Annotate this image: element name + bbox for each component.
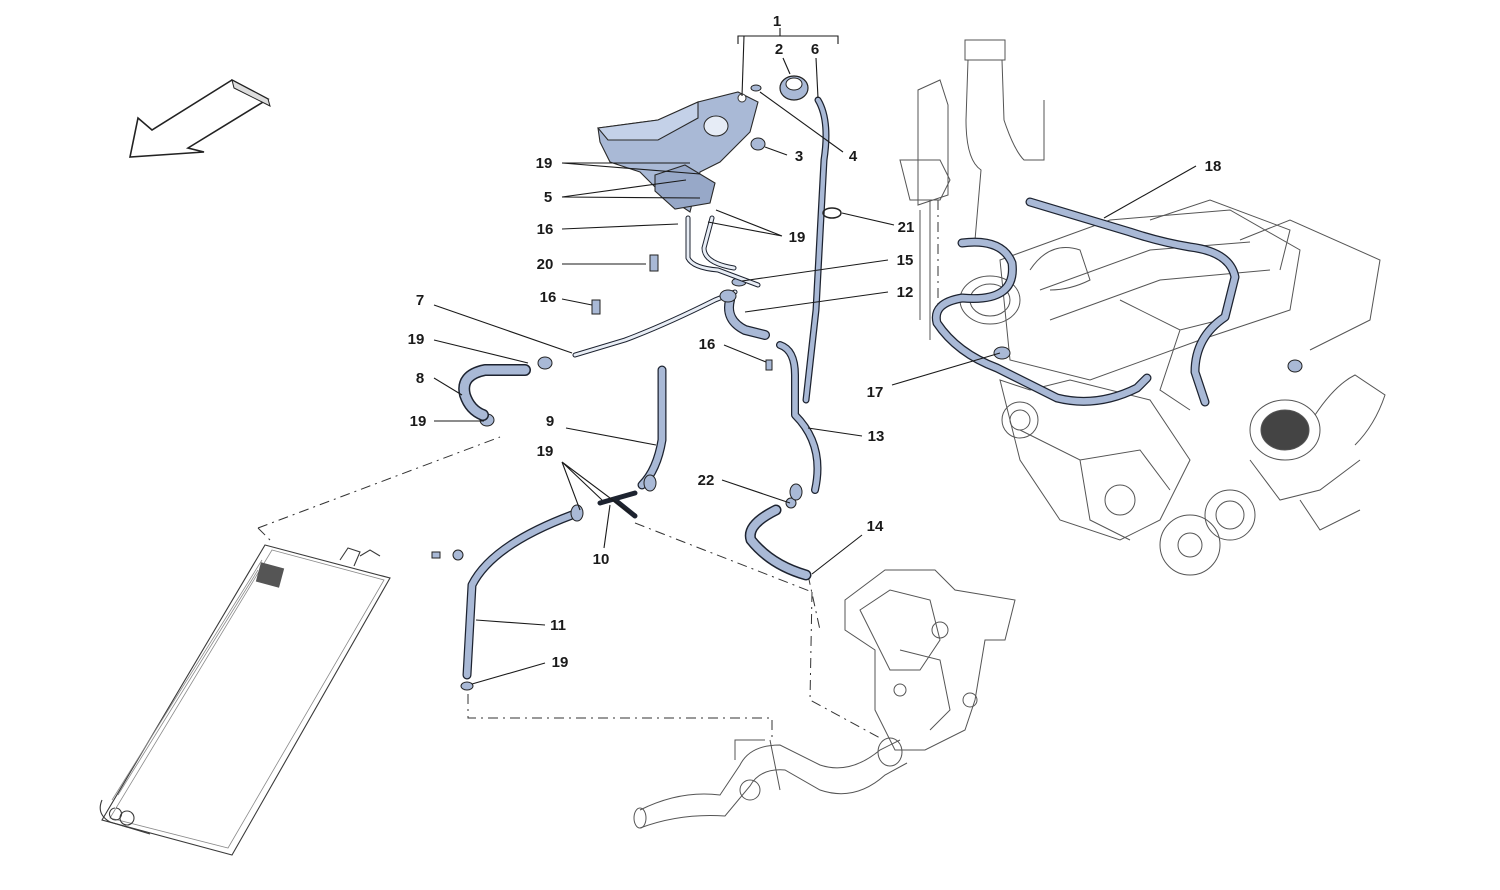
callout-numbers: 1 2 6 3 4 19 5 16 19 21 20 15 16 12 7 19… xyxy=(408,13,1222,671)
coolant-pipe-lower xyxy=(633,737,908,829)
callout-2: 2 xyxy=(775,41,783,58)
callout-11: 11 xyxy=(550,617,566,634)
callout-7: 7 xyxy=(416,292,424,309)
callout-6: 6 xyxy=(811,41,819,58)
timing-cover xyxy=(844,569,1016,751)
callout-22: 22 xyxy=(698,472,715,489)
callout-13: 13 xyxy=(868,428,885,445)
callout-20: 20 xyxy=(537,256,554,273)
callout-21: 21 xyxy=(898,219,915,236)
callout-10: 10 xyxy=(593,551,610,568)
assembly-guide-lines xyxy=(257,200,939,740)
coolant-hoses xyxy=(458,96,1303,680)
engine-assembly xyxy=(899,39,1386,576)
callout-19-mid: 19 xyxy=(537,443,554,460)
callout-12: 12 xyxy=(897,284,914,301)
direction-arrow-icon xyxy=(129,79,271,158)
callout-15: 15 xyxy=(897,252,914,269)
callout-19-right: 19 xyxy=(789,229,806,246)
leader-lines xyxy=(433,28,1197,685)
radiator xyxy=(99,544,391,856)
callout-3: 3 xyxy=(795,148,803,165)
callout-4: 4 xyxy=(849,148,858,165)
callout-19-bottom: 19 xyxy=(552,654,569,671)
callout-16-right: 16 xyxy=(699,336,716,353)
expansion-tank xyxy=(596,91,759,213)
callout-18: 18 xyxy=(1205,158,1222,175)
callout-8: 8 xyxy=(416,370,424,387)
callout-17: 17 xyxy=(867,384,884,401)
callout-16-upper: 16 xyxy=(537,221,554,238)
callout-19-left-a: 19 xyxy=(408,331,425,348)
callout-16-mid: 16 xyxy=(540,289,557,306)
filler-cap xyxy=(779,75,809,101)
callout-19-left-b: 19 xyxy=(410,413,427,430)
callout-19-top: 19 xyxy=(536,155,553,172)
small-fittings xyxy=(431,84,797,691)
callout-9: 9 xyxy=(546,413,554,430)
callout-5: 5 xyxy=(544,189,552,206)
callout-1: 1 xyxy=(773,13,781,30)
callout-14: 14 xyxy=(867,518,884,535)
